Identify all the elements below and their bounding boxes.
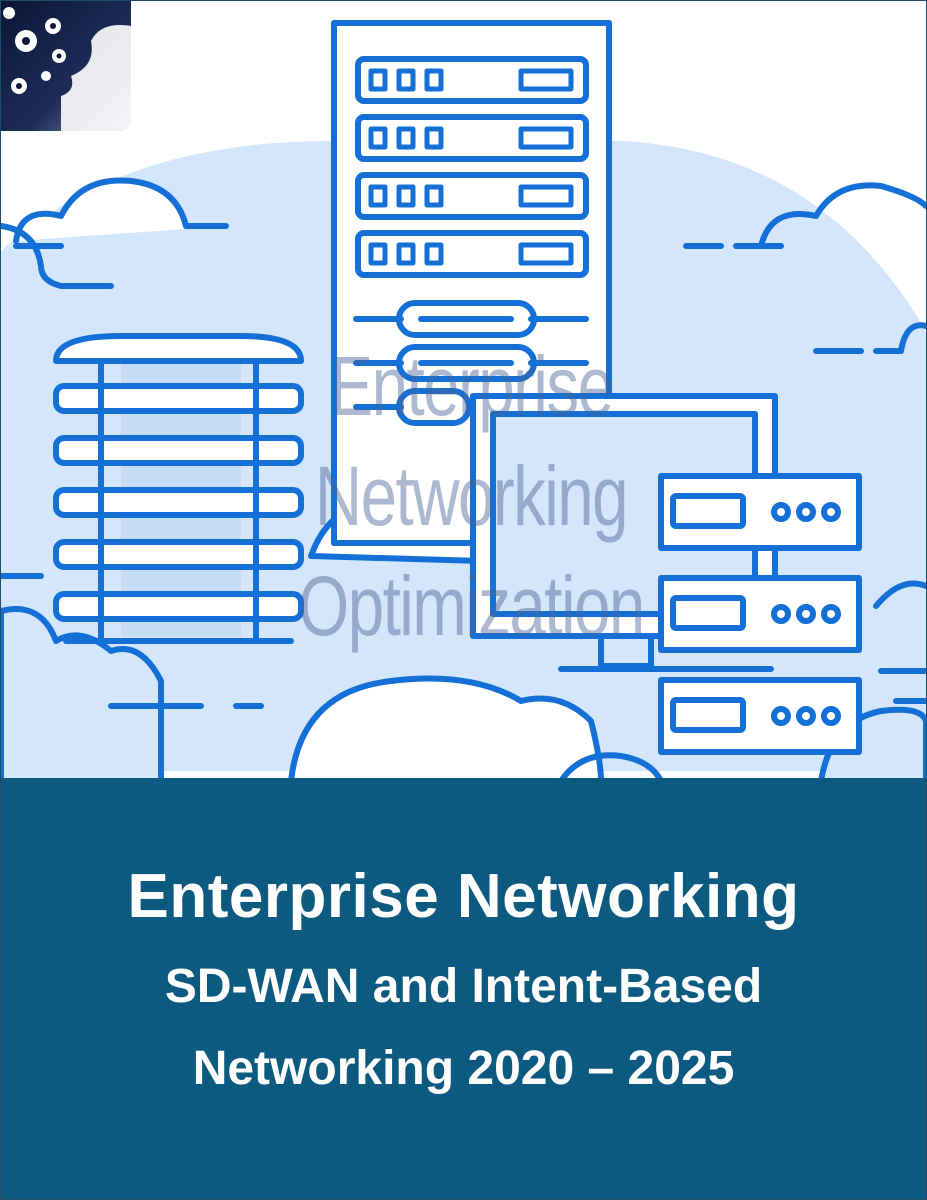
server-units-right: [658, 473, 862, 755]
cloud-top-left: [13, 177, 229, 244]
cloud-left: [1, 223, 114, 289]
server-rack-left: [53, 333, 304, 644]
watermark-line: Optimization: [298, 559, 645, 653]
title-band: [1, 778, 926, 1199]
cover-subtitle-line1: SD-WAN and Intent-Based: [164, 960, 763, 1013]
datacenter-cloud-illustration: [1, 20, 926, 781]
watermark-line: Networking: [314, 449, 629, 543]
cover-subtitle-line2: Networking 2020 – 2025: [192, 1042, 735, 1095]
publisher-logo: [1, 1, 131, 131]
watermark-line: Enterprise: [329, 339, 614, 433]
gear-icon: [3, 7, 66, 94]
cloud-top-right: [758, 182, 926, 249]
cover-watermark: Enterprise Networking Optimization: [292, 331, 651, 661]
cover-title: Enterprise Networking: [127, 862, 800, 931]
cloud-bottom-center: [288, 675, 604, 781]
